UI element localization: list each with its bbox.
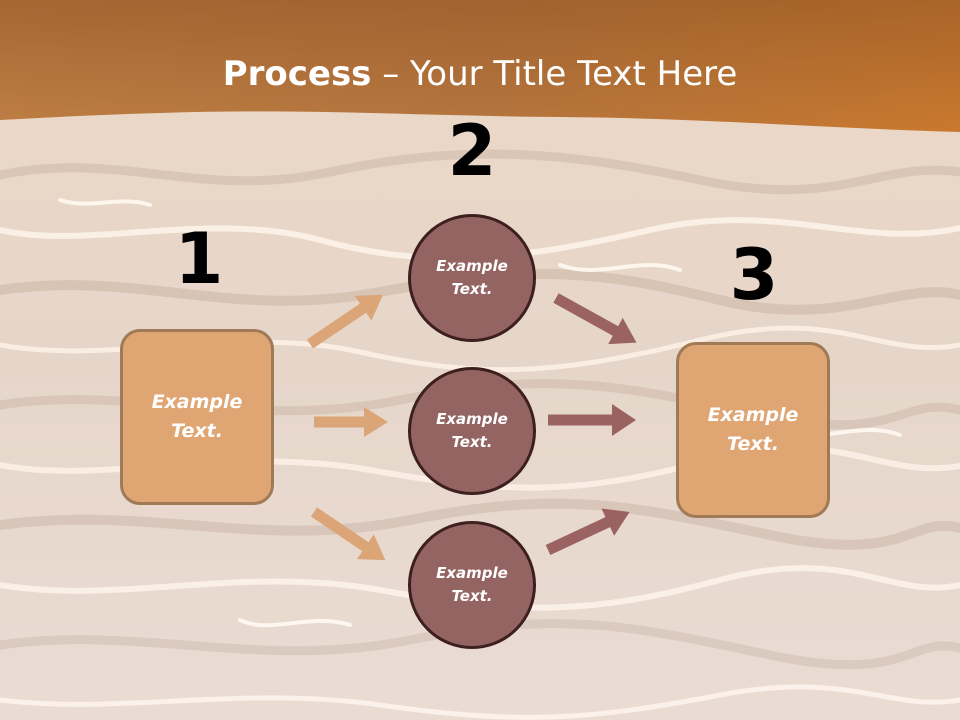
- middle-circle-1-text: Example Text.: [436, 257, 508, 298]
- arrow-down-right-left: [310, 507, 386, 561]
- middle-circle-2: Example Text.: [408, 367, 536, 495]
- step-box-1-text: Example Text.: [151, 391, 243, 442]
- arrow-right-left: [314, 407, 388, 437]
- title-bold: Process: [222, 54, 372, 94]
- step-number-3: 3: [729, 234, 779, 316]
- step-box-1: Example Text.: [120, 329, 274, 505]
- middle-circle-3: Example Text.: [408, 521, 536, 649]
- middle-circle-3-text: Example Text.: [436, 564, 508, 605]
- arrow-up-right-right: [545, 508, 630, 555]
- arrow-down-right-right: [553, 293, 637, 345]
- arrow-up-right-left: [306, 294, 383, 349]
- step-number-1: 1: [174, 218, 224, 300]
- title-rest: – Your Title Text Here: [371, 54, 738, 94]
- arrow-right-right: [548, 404, 636, 436]
- middle-circle-2-text: Example Text.: [436, 410, 508, 451]
- middle-circle-1: Example Text.: [408, 214, 536, 342]
- step-box-3: Example Text.: [676, 342, 830, 518]
- step-box-3-text: Example Text.: [707, 404, 799, 455]
- step-number-2: 2: [447, 110, 497, 192]
- slide-title: Process – Your Title Text Here: [0, 52, 960, 96]
